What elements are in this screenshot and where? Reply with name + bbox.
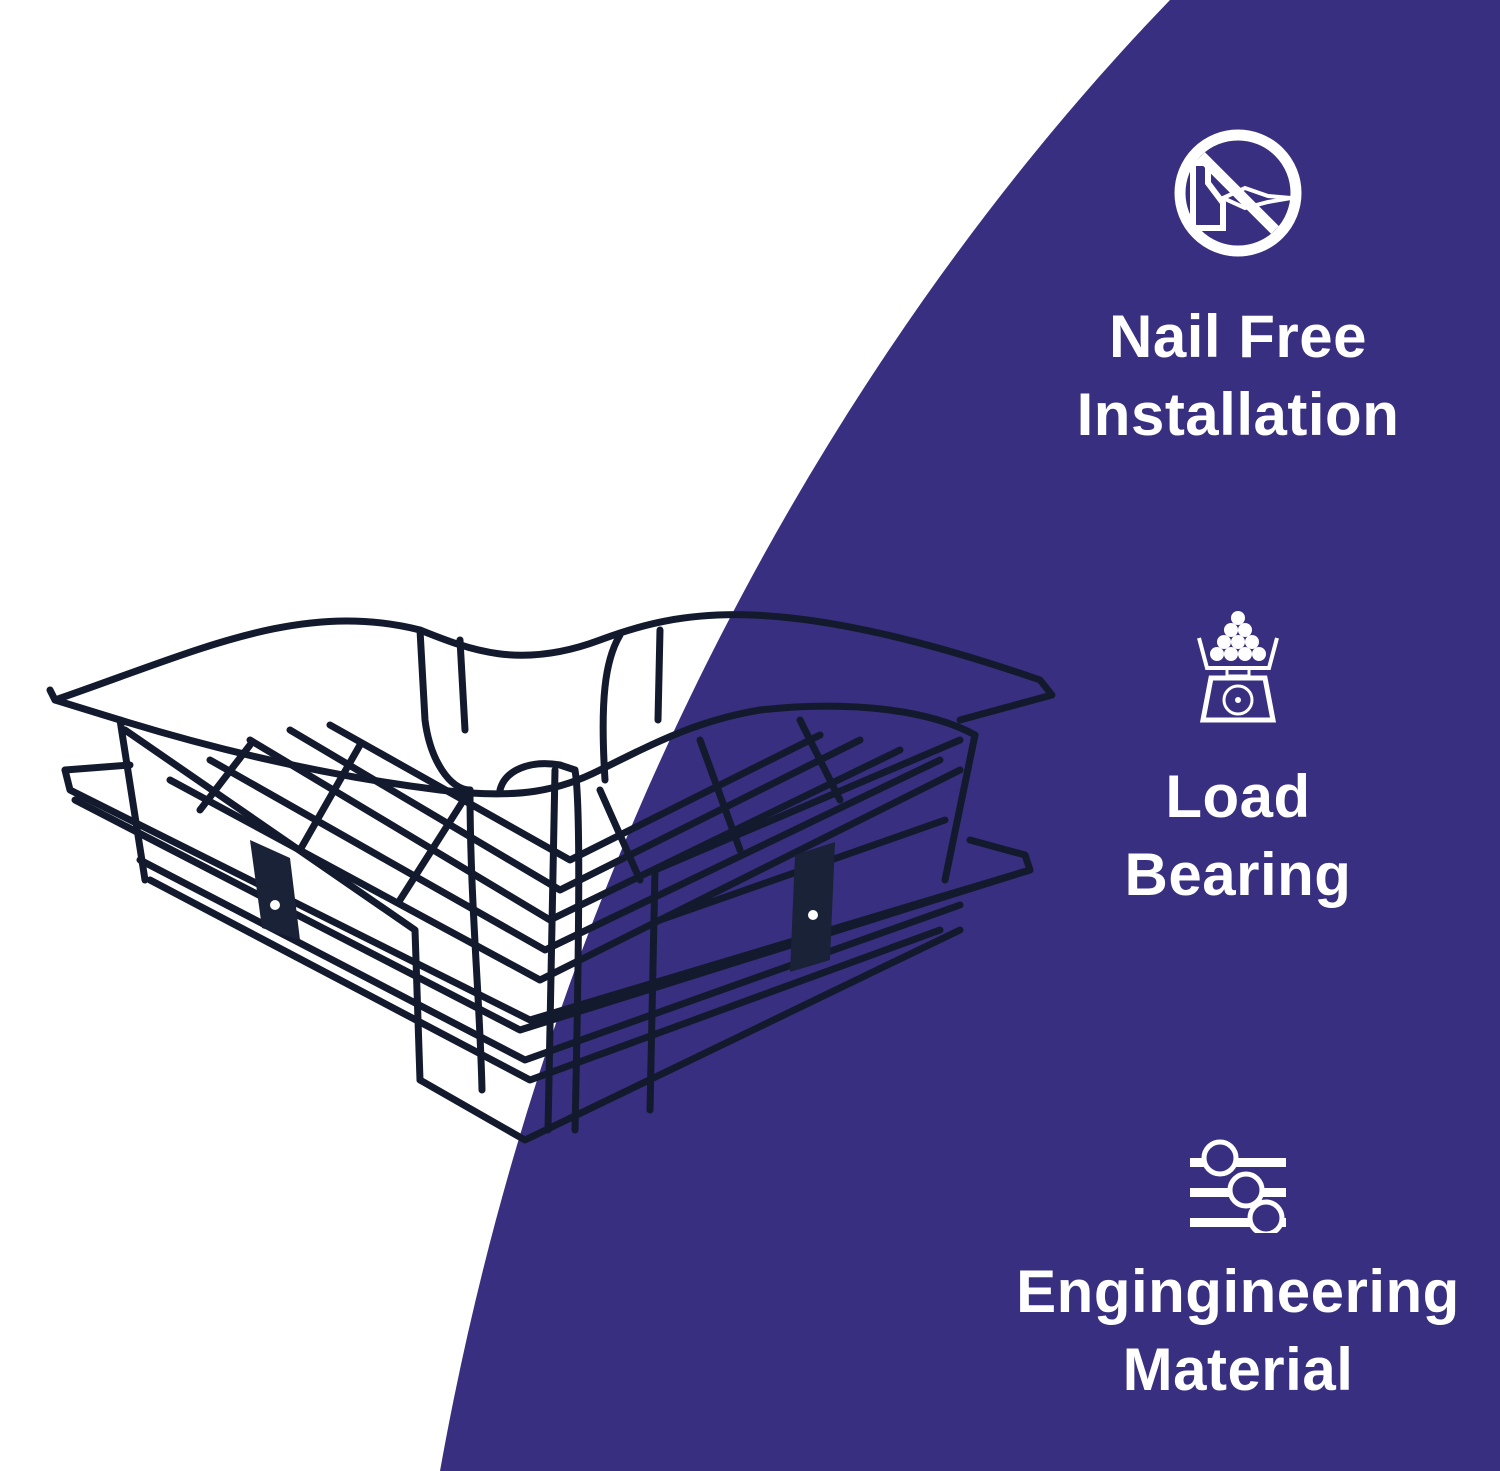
feature-load-bearing: Load Bearing: [978, 608, 1498, 914]
feature-label-material: Engingineering Material: [1016, 1258, 1460, 1403]
feature-label-nail-free: Nail Free Installation: [1076, 303, 1400, 448]
slider-material-icon: [1190, 1139, 1286, 1233]
scale-weight-icon: [1197, 611, 1279, 723]
feature-nail-free: Nail Free Installation: [978, 128, 1498, 454]
feature-material: Engingineering Material: [978, 1138, 1498, 1409]
no-drill-icon: [1174, 129, 1302, 257]
feature-label-load-bearing: Load Bearing: [1124, 763, 1352, 908]
